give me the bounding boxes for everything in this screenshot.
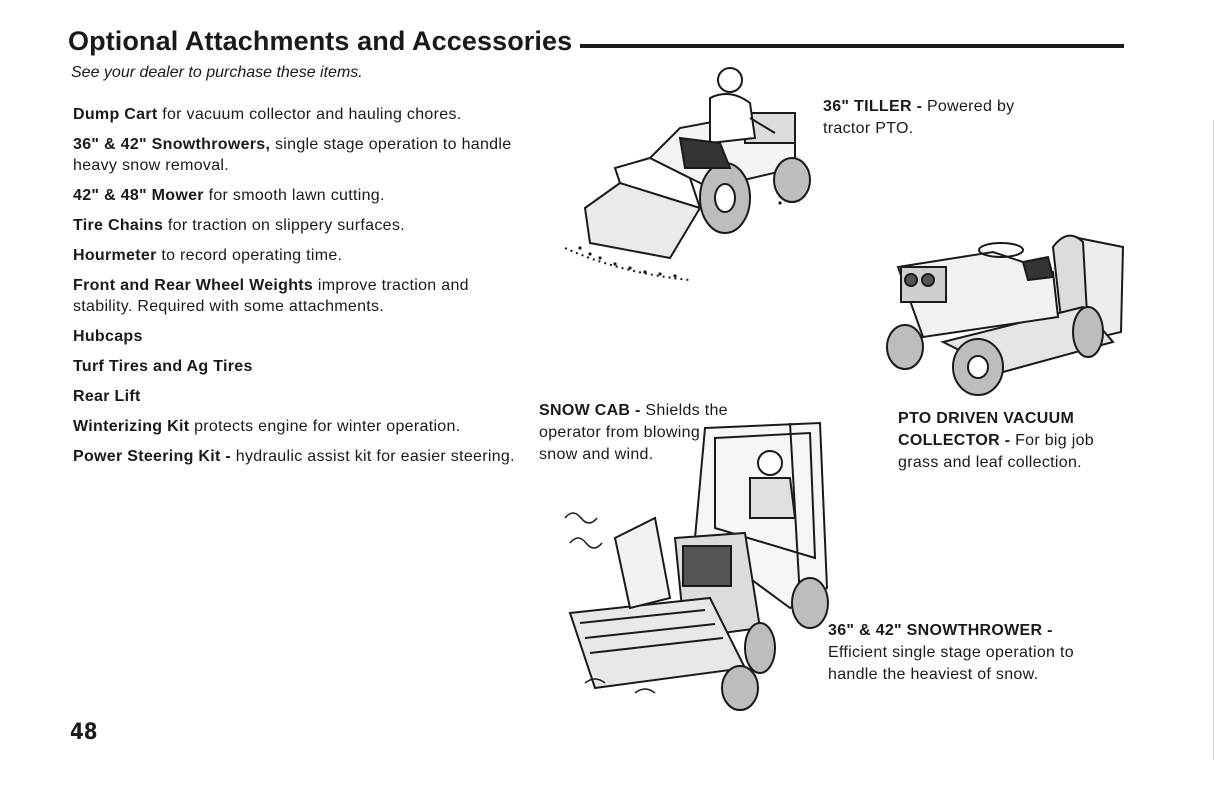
page-subtitle: See your dealer to purchase these items.: [71, 64, 363, 81]
snow-cab-caption: SNOW CAB - Shields the operator from blo…: [539, 402, 728, 463]
accessory-list: Dump Cart for vacuum collector and hauli…: [73, 104, 533, 476]
list-item: 42" & 48" Mower for smooth lawn cutting.: [73, 187, 385, 204]
list-item: Dump Cart for vacuum collector and hauli…: [73, 106, 462, 123]
vacuum-collector-illustration: [886, 234, 1125, 396]
list-item: Rear Lift: [73, 388, 141, 405]
list-item: Turf Tires and Ag Tires: [73, 358, 253, 375]
title-row: Optional Attachments and Accessories: [68, 16, 1124, 56]
snowthrower-caption: 36" & 42" SNOWTHROWER - Efficient single…: [828, 622, 1074, 683]
list-item: Power Steering Kit - hydraulic assist ki…: [73, 448, 515, 465]
list-item: 36" & 42" Snowthrowers, single stage ope…: [73, 136, 512, 174]
list-item: Tire Chains for traction on slippery sur…: [73, 217, 405, 234]
list-item: Winterizing Kit protects engine for wint…: [73, 418, 461, 435]
list-item: Hourmeter to record operating time.: [73, 247, 343, 264]
tiller-caption: 36" TILLER - Powered by tractor PTO.: [823, 98, 1015, 137]
page-edge-mark: [1213, 120, 1214, 760]
list-item: Front and Rear Wheel Weights improve tra…: [73, 277, 469, 315]
list-item: Hubcaps: [73, 328, 143, 345]
title-rule: [580, 44, 1124, 48]
page-title: Optional Attachments and Accessories: [68, 26, 573, 56]
page-number: 48: [70, 720, 98, 745]
vacuum-caption: PTO DRIVEN VACUUM COLLECTOR - For big jo…: [898, 410, 1094, 471]
tiller-illustration: [564, 67, 811, 281]
snow-cab-snowthrower-illustration: [564, 421, 829, 711]
